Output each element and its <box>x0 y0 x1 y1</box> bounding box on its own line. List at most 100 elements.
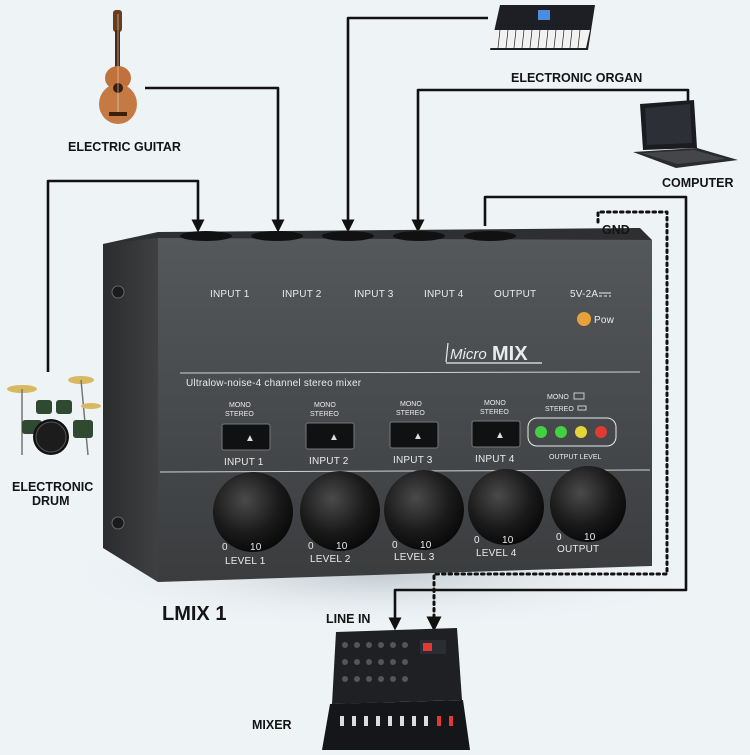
jack-input-3 <box>322 231 374 241</box>
meter-label: OUTPUT LEVEL <box>549 454 601 461</box>
micromix-unit: INPUT 1 INPUT 2 INPUT 3 INPUT 4 OUTPUT 5… <box>103 228 652 582</box>
drum-kit-icon <box>7 376 101 456</box>
knob-level-1[interactable] <box>213 472 293 552</box>
switch-2[interactable] <box>305 422 355 450</box>
cable-computer-to-input4 <box>411 88 690 233</box>
knob-1-label: LEVEL 1 <box>225 556 266 567</box>
label-electronic-drum-line1: ELECTRONIC <box>12 480 93 494</box>
knob-5-max: 10 <box>584 532 596 543</box>
switch-3[interactable] <box>389 421 439 449</box>
brand-right: MIX <box>492 343 528 365</box>
knob-group-3: 0 10 LEVEL 3 <box>384 470 464 563</box>
knob-2-min: 0 <box>308 541 314 552</box>
knob-3-label: LEVEL 3 <box>394 552 435 563</box>
led-yellow <box>575 426 587 438</box>
label-electronic-drum-line2: DRUM <box>32 494 70 508</box>
brand-logo: Micro MIX <box>445 342 542 365</box>
product-name: LMIX 1 <box>162 603 226 625</box>
cable-drum-to-input1 <box>46 179 205 372</box>
switch-2-arrow-icon: ▲ <box>329 432 339 443</box>
knob-group-1: 0 10 LEVEL 1 <box>213 472 293 567</box>
power-led-label: Pow <box>594 315 615 326</box>
knob-output[interactable] <box>550 466 626 542</box>
knob-group-output: 0 10 OUTPUT <box>550 466 626 555</box>
knob-rule <box>159 469 651 473</box>
port-label-input-3: INPUT 3 <box>354 289 394 300</box>
output-level-meter: MONO STEREO OUTPUT LEVEL <box>527 392 617 461</box>
switch-1-arrow-icon: ▲ <box>245 433 255 444</box>
knob-level-3[interactable] <box>384 470 464 550</box>
knob-2-max: 10 <box>336 541 348 552</box>
switch-3-stereo: STEREO <box>396 410 425 417</box>
tagline: Ultralow-noise-4 channel stereo mixer <box>186 378 362 389</box>
label-gnd: GND <box>602 223 630 237</box>
meter-mono-label: MONO <box>547 394 569 401</box>
switch-2-label: INPUT 2 <box>309 456 349 467</box>
label-line-in: LINE IN <box>326 612 370 626</box>
switch-4[interactable] <box>471 420 521 448</box>
knob-1-max: 10 <box>250 542 262 553</box>
mono-stereo-switches: MONO STEREO ▲ INPUT 1 MONO STEREO ▲ INPU… <box>221 400 521 468</box>
screw-bottom <box>111 516 125 530</box>
cable-output-to-mixer <box>388 195 688 631</box>
switch-3-label: INPUT 3 <box>393 455 433 466</box>
knob-4-min: 0 <box>474 535 480 546</box>
port-label-output: OUTPUT <box>494 289 536 300</box>
meter-stereo-label: STEREO <box>545 406 574 413</box>
port-label-input-2: INPUT 2 <box>282 289 322 300</box>
label-electronic-organ: ELECTRONIC ORGAN <box>511 71 642 85</box>
cables <box>46 16 690 632</box>
knob-level-2[interactable] <box>300 471 380 551</box>
knob-1-min: 0 <box>222 542 228 553</box>
organ-icon <box>490 5 595 50</box>
cable-organ-to-input3 <box>341 16 488 233</box>
switch-1-stereo: STEREO <box>225 411 254 418</box>
label-computer: COMPUTER <box>662 176 734 190</box>
brand-left: Micro <box>450 346 487 363</box>
port-label-input-1: INPUT 1 <box>210 289 250 300</box>
power-led <box>577 312 591 326</box>
knob-5-label: OUTPUT <box>557 544 599 555</box>
knob-5-min: 0 <box>556 532 562 543</box>
knob-group-2: 0 10 LEVEL 2 <box>300 471 380 565</box>
jack-input-2 <box>251 231 303 241</box>
port-label-input-4: INPUT 4 <box>424 289 464 300</box>
led-red <box>595 426 607 438</box>
label-mixer: MIXER <box>252 718 292 732</box>
led-green-2 <box>555 426 567 438</box>
switch-1[interactable] <box>221 423 271 451</box>
switch-group-3: MONO STEREO ▲ INPUT 3 <box>389 401 439 466</box>
meter-stereo-icon <box>577 405 587 411</box>
switch-4-arrow-icon: ▲ <box>495 430 505 441</box>
mixer-console-icon <box>322 628 470 750</box>
switch-2-stereo: STEREO <box>310 411 339 418</box>
knob-group-4: 0 10 LEVEL 4 <box>468 469 544 559</box>
power-spec: 5V-2A <box>570 289 598 300</box>
knob-4-label: LEVEL 4 <box>476 548 517 559</box>
label-electric-guitar: ELECTRIC GUITAR <box>68 140 181 154</box>
switch-3-mono: MONO <box>400 401 422 408</box>
knob-2-label: LEVEL 2 <box>310 554 351 565</box>
meter-frame <box>527 417 617 447</box>
tagline-rule <box>179 371 641 374</box>
switch-4-mono: MONO <box>484 400 506 407</box>
guitar-icon <box>99 10 137 124</box>
switch-3-arrow-icon: ▲ <box>413 431 423 442</box>
knob-4-max: 10 <box>502 535 514 546</box>
switch-group-2: MONO STEREO ▲ INPUT 2 <box>305 402 355 467</box>
chassis-left-side <box>103 238 158 582</box>
jack-input-4 <box>393 231 445 241</box>
led-green-1 <box>535 426 547 438</box>
switch-group-4: MONO STEREO ▲ INPUT 4 <box>471 400 521 465</box>
switch-4-stereo: STEREO <box>480 409 509 416</box>
switch-4-label: INPUT 4 <box>475 454 515 465</box>
knob-3-max: 10 <box>420 540 432 551</box>
knob-level-4[interactable] <box>468 469 544 545</box>
screw-top <box>111 285 125 299</box>
switch-2-mono: MONO <box>314 402 336 409</box>
cable-guitar-to-input2 <box>145 86 285 233</box>
cable-gnd-to-mixer <box>426 210 669 632</box>
switch-1-label: INPUT 1 <box>224 457 264 468</box>
